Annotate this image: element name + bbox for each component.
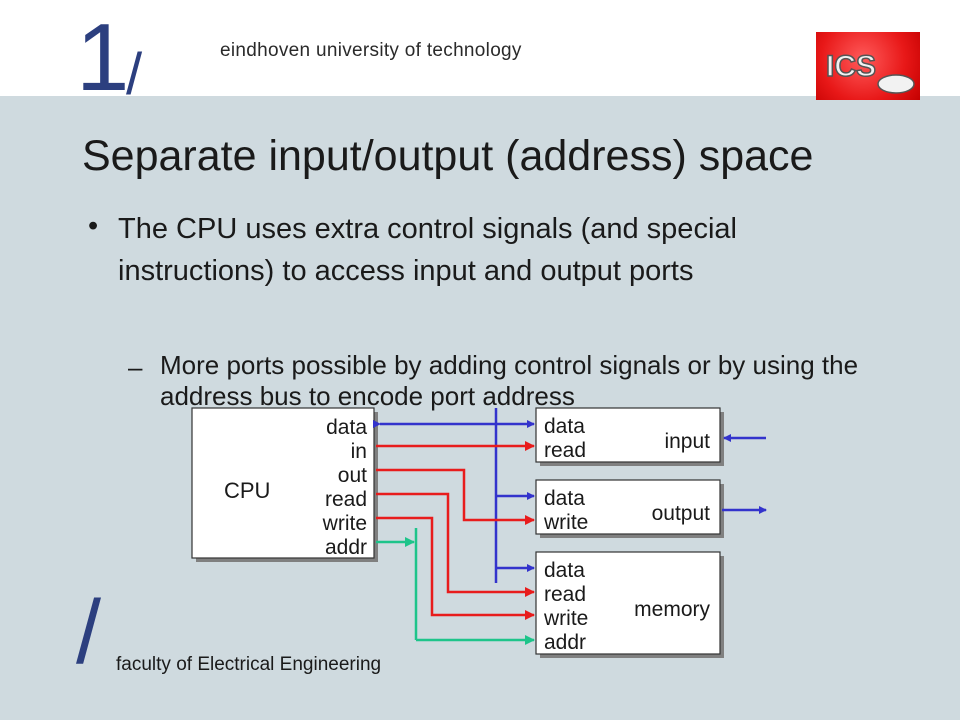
write-control-line: [376, 516, 535, 620]
address-bus: [376, 528, 535, 645]
input-box: [535, 407, 721, 463]
cpu-label: CPU: [224, 478, 270, 503]
input-device-block: data read input: [535, 407, 724, 466]
cpu-signal-data: data: [326, 416, 367, 439]
memory-device-block: data read write addr memory: [535, 551, 724, 658]
sub-bullet-text: More ports possible by adding control si…: [160, 350, 859, 411]
cpu-box: [191, 407, 375, 559]
memory-signal-write: write: [543, 607, 588, 630]
memory-signal-read: read: [544, 583, 586, 606]
memory-signal-data: data: [544, 559, 585, 582]
tue-logo-slash: /: [126, 42, 143, 107]
cpu-block: CPU data in out read write addr: [191, 407, 378, 562]
bullet-text: The CPU uses extra control signals (and …: [118, 213, 737, 287]
sub-bullet-marker: –: [128, 352, 143, 382]
output-label: output: [652, 502, 711, 525]
input-label: input: [664, 430, 710, 453]
memory-signal-addr: addr: [544, 631, 586, 654]
bullet-marker: •: [88, 210, 99, 242]
slide-title: Separate input/output (address) space: [82, 132, 814, 180]
input-signal-read: read: [544, 439, 586, 462]
ics-logo: ICS: [816, 32, 920, 100]
ics-logo-graphic: ICS: [825, 49, 915, 94]
cpu-signal-read: read: [325, 488, 367, 511]
output-signal-data: data: [544, 487, 585, 510]
output-box: [535, 479, 721, 535]
cpu-signal-write: write: [322, 512, 367, 535]
output-device-block: data write output: [535, 479, 724, 538]
cpu-signal-out: out: [338, 464, 367, 487]
control-lines: [376, 441, 535, 620]
ics-logo-letters: ICS: [826, 50, 876, 83]
university-name: eindhoven university of technology: [220, 40, 522, 61]
input-signal-data: data: [544, 415, 585, 438]
data-bus: [373, 408, 535, 583]
memory-box: [535, 551, 721, 655]
cpu-signal-in: in: [351, 440, 367, 463]
cpu-signal-addr: addr: [325, 536, 367, 559]
output-signal-write: write: [543, 511, 588, 534]
out-control-line: [376, 468, 535, 525]
read-control-line: [376, 492, 535, 597]
ics-logo-swoosh: [877, 74, 915, 94]
footer-logo-slash: /: [76, 583, 102, 683]
tue-logo-number: 1: [76, 4, 130, 111]
memory-label: memory: [634, 598, 710, 621]
faculty-name: faculty of Electrical Engineering: [116, 654, 382, 675]
